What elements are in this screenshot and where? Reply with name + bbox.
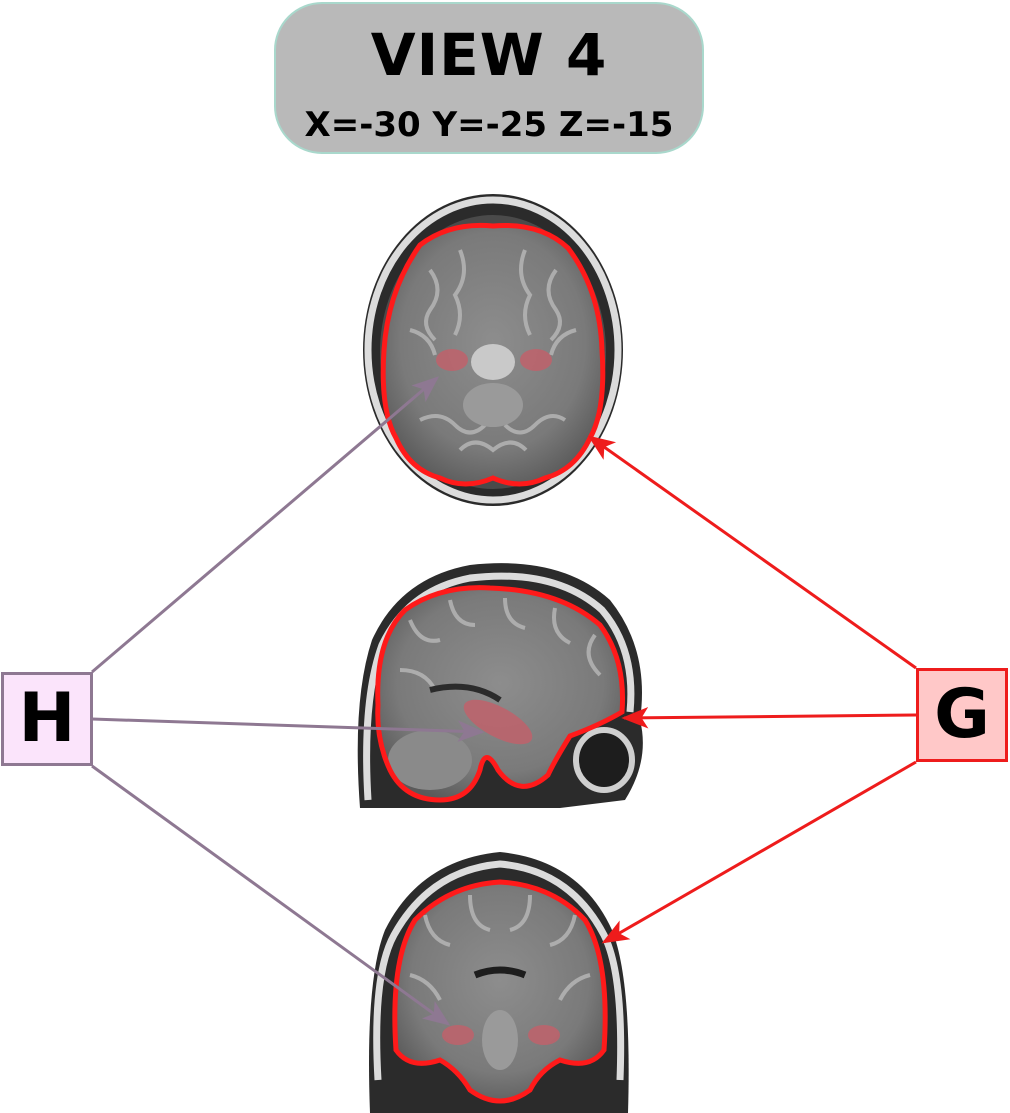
sagittal-brain-outline: [375, 585, 625, 803]
sagittal-brain-slice: [357, 563, 643, 808]
label-g-text: G: [934, 675, 990, 754]
coronal-brain-outline: [392, 879, 608, 1104]
g-arrow-to-sagittal: [621, 706, 917, 729]
coronal-left-hippocampus: [442, 1025, 474, 1045]
h-arrows: [91, 376, 485, 1026]
h-arrow-to-coronal: [91, 764, 451, 1026]
axial-brain-outline: [380, 222, 606, 487]
label-g-box: G: [916, 668, 1008, 762]
g-arrow-to-axial: [587, 435, 917, 670]
sagittal-hippocampus: [463, 699, 533, 745]
coronal-right-hippocampus: [528, 1025, 560, 1045]
g-arrows: [587, 435, 917, 944]
coronal-brain-slice: [369, 852, 629, 1113]
label-h-box: H: [1, 672, 93, 766]
g-arrow-to-coronal: [601, 760, 917, 944]
axial-right-hippocampus: [520, 349, 552, 371]
view-title: VIEW 4: [370, 21, 608, 89]
h-arrow-to-axial: [91, 376, 440, 674]
view-coordinates: X=-30 Y=-25 Z=-15: [304, 105, 674, 145]
view-title-box: VIEW 4 X=-30 Y=-25 Z=-15: [274, 2, 704, 154]
axial-left-hippocampus: [436, 349, 468, 371]
axial-brain-slice: [363, 194, 623, 506]
h-arrow-to-sagittal: [91, 717, 485, 742]
label-h-text: H: [18, 679, 76, 758]
